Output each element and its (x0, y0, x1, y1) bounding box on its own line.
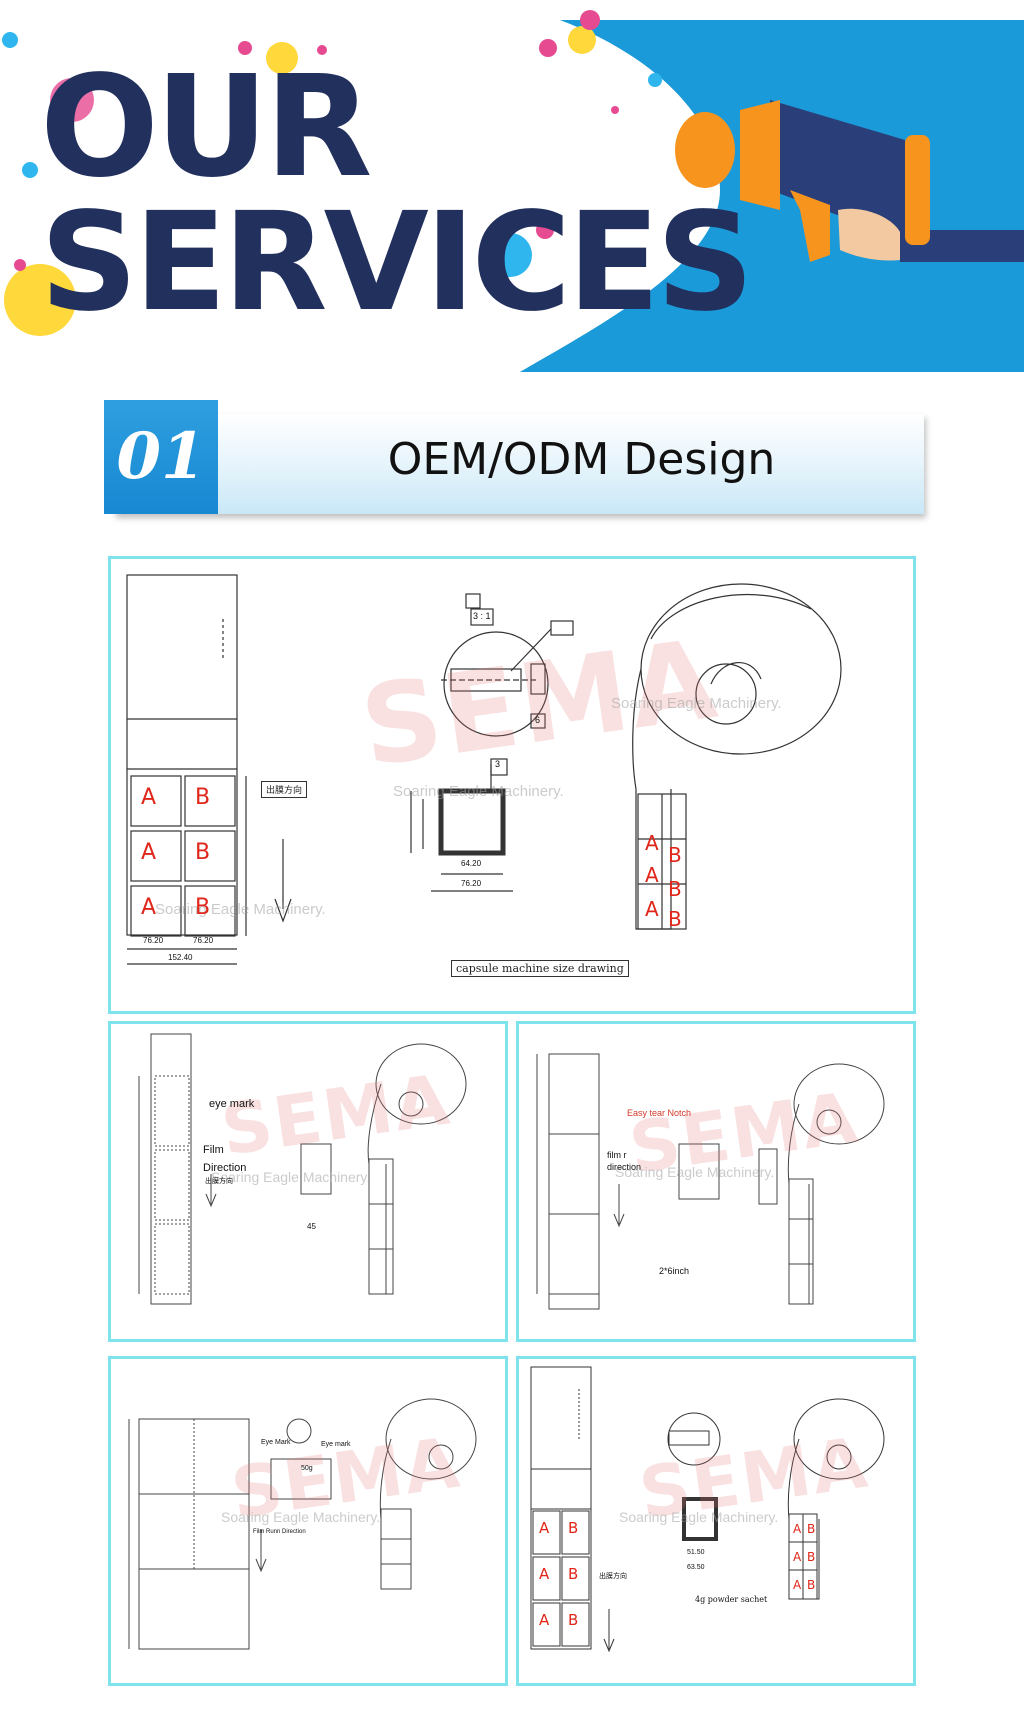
section-title-bar (114, 414, 924, 514)
roll-cell-label: B (668, 877, 682, 901)
drawing-panel-tear-notch: SEMA Soaring Eagle Machinery. Easy tear … (516, 1021, 916, 1342)
company-watermark: Soaring Eagle Machinery. (619, 1509, 779, 1525)
roll-cell-label: B (668, 843, 682, 867)
dim-label: 152.40 (168, 953, 193, 962)
section-title: OEM/ODM Design (387, 434, 776, 485)
film-label: Film (203, 1144, 224, 1156)
company-watermark: Soaring Eagle Machinery. (615, 1164, 775, 1180)
film-label: film r (607, 1150, 627, 1160)
eye-mark-label: Eye mark (321, 1441, 351, 1448)
cell-label: B (195, 840, 211, 865)
dim-label: 76.20 (193, 936, 214, 945)
cell-label: A (539, 1519, 550, 1537)
direction-cn-label: 出膜方向 (205, 1178, 233, 1185)
tear-notch-label: Easy tear Notch (627, 1108, 692, 1118)
powder-sachet-drawing-lines (530, 1366, 885, 1653)
dim-label: 51.50 (687, 1549, 705, 1556)
film-run-drawing-lines (128, 1398, 477, 1650)
weight-label: 50g (301, 1465, 313, 1472)
dim-label: 76.20 (461, 879, 482, 888)
dim-label: 45 (307, 1222, 316, 1231)
banner-title-line1: OUR (40, 46, 372, 209)
dim-label: 3 : 1 (473, 611, 491, 621)
company-watermark: Soaring Eagle Machinery. (611, 695, 782, 712)
drawing-panel-powder-sachet: SEMA Soaring Eagle Machinery. A B A B A … (516, 1356, 916, 1686)
roll-cell-label: B (807, 1522, 816, 1536)
services-banner: OUR SERVICES (0, 0, 1024, 378)
section-number: 01 (116, 419, 206, 494)
roll-cell-label: A (645, 897, 659, 921)
banner-title-line2: SERVICES (40, 184, 754, 342)
direction-label: Direction (203, 1162, 247, 1174)
drawing-caption: capsule machine size drawing (451, 960, 629, 977)
company-watermark: Soaring Eagle Machinery. (221, 1509, 381, 1525)
company-watermark: Soaring Eagle Machinery. (393, 783, 564, 800)
eye-mark-label: Eye Mark (261, 1439, 291, 1446)
direction-label: 出膜方向 (261, 781, 308, 798)
drawing-panel-capsule: SEMA Soaring Eagle Machinery. Soaring Ea… (108, 556, 916, 1014)
roll-cell-label: B (807, 1550, 816, 1564)
drawing-panel-eye-mark: SEMA Soaring Eagle Machinery. eye mark F… (108, 1021, 508, 1342)
film-direction-label: Film Runn Direction (253, 1529, 306, 1535)
dim-label: 6 (535, 715, 541, 725)
cell-label: A (539, 1611, 550, 1629)
megaphone-icon (675, 100, 930, 262)
cell-label: A (141, 895, 157, 920)
direction-label: direction (607, 1162, 642, 1172)
section-header: 01 OEM/ODM Design (104, 400, 924, 522)
roll-cell-label: A (645, 831, 659, 855)
roll-cell-label: A (793, 1578, 802, 1592)
company-watermark: Soaring Eagle Machinery. (211, 1169, 371, 1185)
cell-label: B (195, 895, 211, 920)
eye-mark-label: eye mark (209, 1098, 255, 1110)
cell-label: B (568, 1565, 579, 1583)
cell-label: B (568, 1611, 579, 1629)
dim-label: 3 (495, 759, 501, 769)
dim-label: 64.20 (461, 859, 482, 868)
section-number-badge: 01 (104, 400, 218, 514)
roll-cell-label: B (807, 1578, 816, 1592)
roll-cell-label: A (793, 1522, 802, 1536)
dim-label: 76.20 (143, 936, 164, 945)
eye-mark-drawing-lines (138, 1033, 467, 1305)
cell-label: B (568, 1519, 579, 1537)
direction-cn-label: 出膜方向 (599, 1573, 627, 1580)
capsule-drawing-lines (126, 574, 842, 965)
banner-graphic (2, 10, 1024, 372)
cell-label: A (141, 840, 157, 865)
roll-cell-label: B (668, 907, 682, 931)
roll-cell-label: A (793, 1550, 802, 1564)
company-watermark: Soaring Eagle Machinery. (155, 901, 326, 918)
roll-cell-label: A (645, 863, 659, 887)
cell-label: B (195, 785, 211, 810)
cell-label: A (539, 1565, 550, 1583)
size-label: 2*6inch (659, 1266, 690, 1276)
dim-label: 63.50 (687, 1564, 705, 1571)
cell-label: A (141, 785, 157, 810)
tear-notch-drawing-lines (536, 1053, 885, 1310)
drawing-caption: 4g powder sachet (695, 1595, 768, 1604)
drawing-panel-film-run: SEMA Soaring Eagle Machinery. Eye Mark E… (108, 1356, 508, 1686)
